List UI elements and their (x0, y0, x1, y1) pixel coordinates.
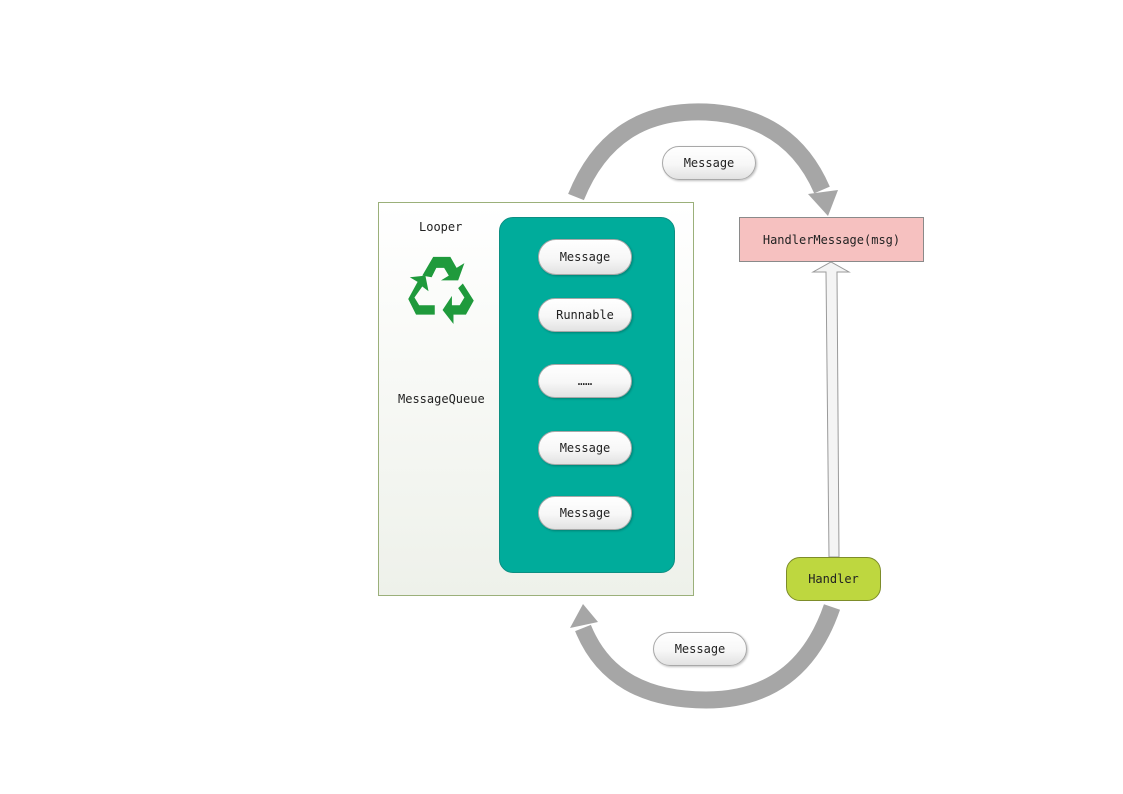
handle-message-box: HandlerMessage(msg) (739, 217, 924, 262)
bottom-message-pill: Message (653, 632, 747, 666)
recycle-icon (408, 256, 474, 324)
top-message-pill: Message (662, 146, 756, 180)
queue-item: Message (538, 239, 632, 275)
looper-label: Looper (419, 220, 463, 234)
queue-item: Message (538, 431, 632, 465)
message-queue-label: MessageQueue (398, 392, 485, 406)
queue-item: Runnable (538, 298, 632, 332)
queue-item: Message (538, 496, 632, 530)
handler-box: Handler (786, 557, 881, 601)
queue-item: …… (538, 364, 632, 398)
vertical-up-arrow (811, 261, 851, 558)
